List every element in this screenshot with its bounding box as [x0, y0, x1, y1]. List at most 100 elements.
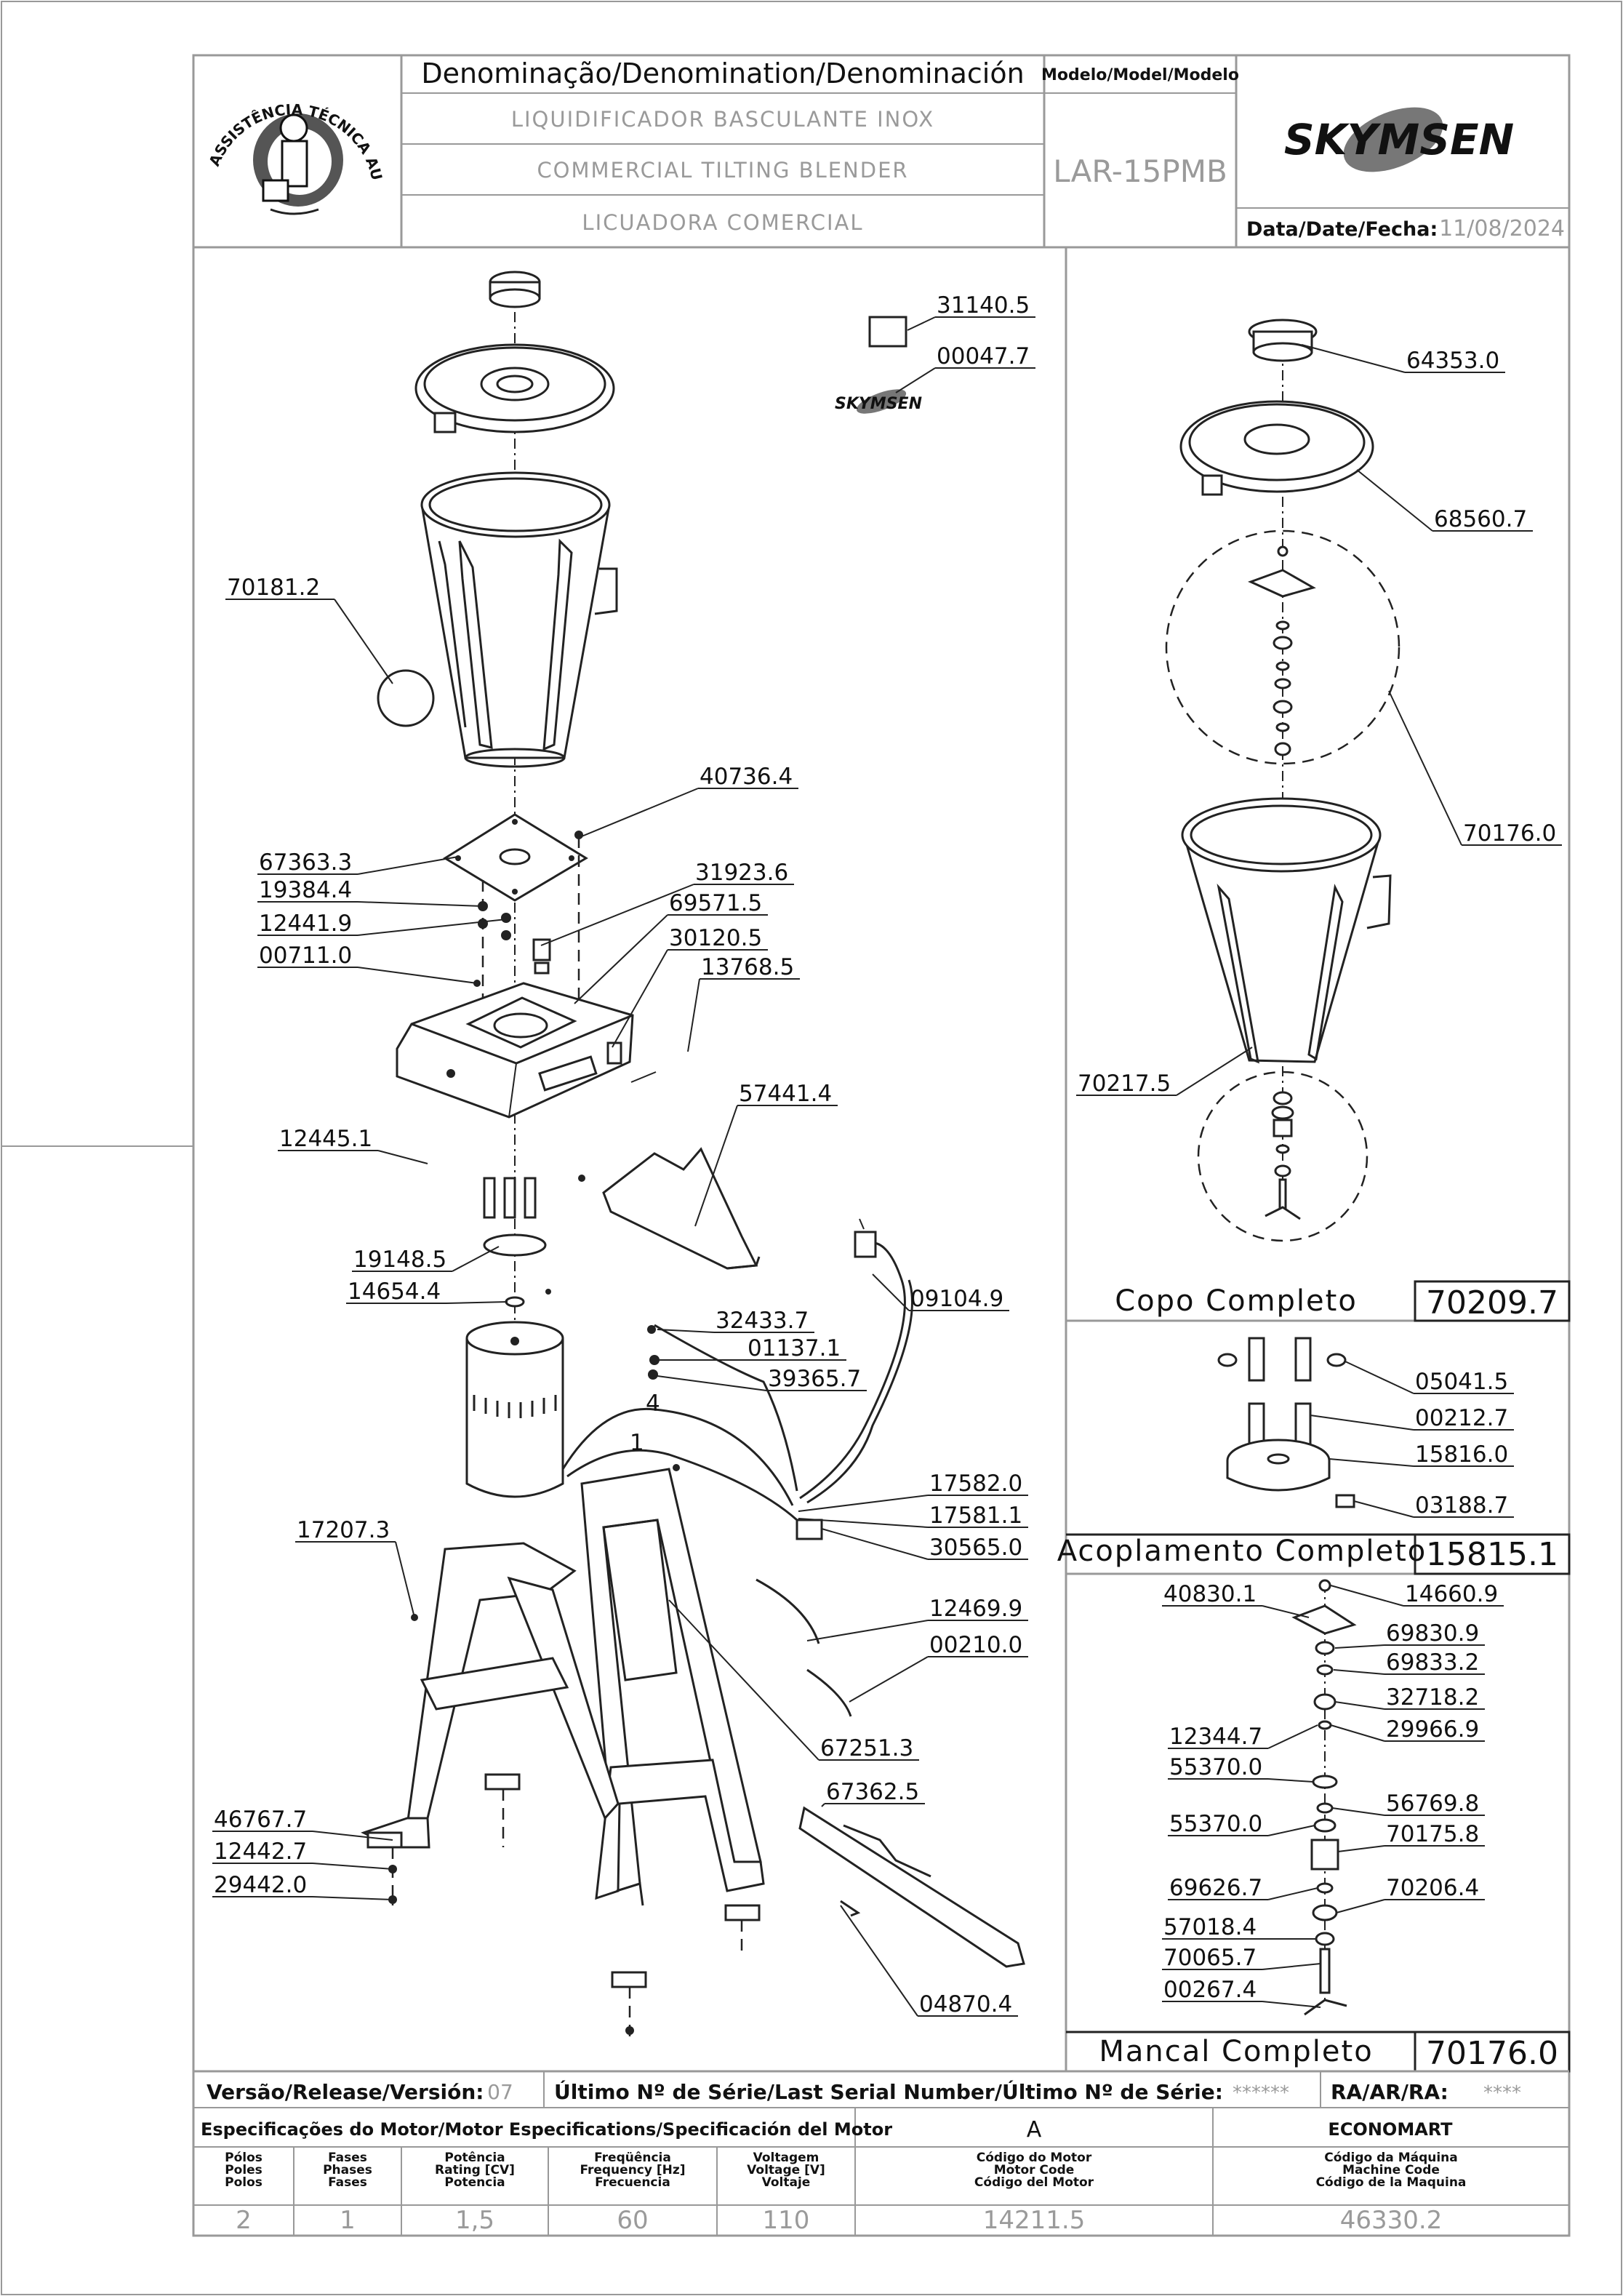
top-plate — [443, 813, 588, 902]
spec-value: 110 — [763, 2206, 810, 2235]
part-callout-main-12: 57441.4 — [694, 1081, 838, 1227]
coupling-assembly-box: Acoplamento Completo 15815.1 — [1057, 1533, 1571, 1575]
part-callout-bearing-14: 70065.7 — [1162, 1945, 1321, 1971]
part-number: 46767.7 — [214, 1807, 307, 1833]
leader-line — [657, 1375, 767, 1391]
part-number: 70175.8 — [1386, 1821, 1479, 1847]
spec-head: Machine Code — [1342, 2163, 1440, 2177]
part-number: 12441.9 — [259, 911, 352, 937]
spec-head: Frecuencia — [595, 2175, 670, 2190]
spec-value: 2 — [236, 2206, 252, 2235]
part-number: 12469.9 — [929, 1596, 1022, 1622]
part-number: 57018.4 — [1163, 1914, 1257, 1940]
leader-line — [581, 788, 699, 837]
leader-line — [334, 599, 393, 684]
part-callout-coupling-2: 15816.0 — [1329, 1441, 1514, 1468]
leader-line — [687, 978, 700, 1052]
date-label: Data/Date/Fecha: — [1246, 218, 1438, 241]
part-number: 12445.1 — [279, 1126, 372, 1152]
part-number: 67363.3 — [259, 849, 352, 876]
electric-motor — [465, 1321, 564, 1498]
part-number: 09104.9 — [910, 1286, 1003, 1312]
version-value: 07 — [487, 2080, 513, 2104]
leader-line — [1176, 1047, 1253, 1096]
leader-line — [574, 914, 668, 1004]
spec-head: Código do Motor — [977, 2151, 1092, 2165]
spec-head: Phases — [323, 2163, 372, 2177]
sticker-label — [377, 669, 435, 727]
small-logo-sticker: SKYMSEN — [835, 316, 922, 414]
bearing-assembly-box: Mancal Completo 70176.0 — [1066, 2031, 1571, 2073]
spec-value: 14211.5 — [983, 2206, 1086, 2235]
cup-assembly-code: 70209.7 — [1426, 1284, 1558, 1321]
spec-head: Frequency [Hz] — [580, 2163, 685, 2177]
part-number: 31923.6 — [695, 860, 788, 886]
part-number: 67251.3 — [820, 1735, 913, 1761]
part-number: 32718.2 — [1386, 1684, 1479, 1711]
fastener-stacks — [473, 831, 583, 1018]
motor-letter: A — [1027, 2117, 1042, 2143]
model-code: LAR-15PMB — [1053, 153, 1227, 189]
part-number: 69626.7 — [1169, 1875, 1262, 1901]
spec-head: Potência — [444, 2151, 505, 2165]
leader-line — [1310, 1415, 1414, 1431]
part-number: 70065.7 — [1163, 1945, 1257, 1971]
part-callout-main-19: 39365.7 — [657, 1366, 867, 1392]
part-callout-bearing-11: 69626.7 — [1168, 1875, 1318, 1901]
leader-line — [1262, 1605, 1310, 1618]
leader-line — [1334, 1701, 1385, 1710]
part-number: 00047.7 — [937, 343, 1030, 369]
part-callout-main-28: 46767.7 — [212, 1807, 393, 1841]
part-number: 12344.7 — [1169, 1724, 1262, 1750]
leader-line — [872, 1273, 910, 1311]
leader-line — [840, 1905, 918, 2017]
leader-line — [357, 967, 478, 984]
part-number: 01137.1 — [748, 1335, 841, 1361]
part-callout-bearing-4: 32718.2 — [1334, 1684, 1485, 1711]
motor-spec-label: Especificações do Motor/Motor Especifica… — [201, 2119, 892, 2140]
part-number: 05041.5 — [1415, 1369, 1508, 1395]
part-number: 39365.7 — [768, 1366, 861, 1392]
spec-head: Potencia — [444, 2175, 505, 2190]
part-number: 04870.4 — [919, 1991, 1012, 2017]
spec-head: Código da Máquina — [1324, 2151, 1458, 2165]
part-callout-main-9: 69571.5 — [574, 890, 768, 1004]
part-number: 40736.4 — [700, 764, 793, 790]
part-callout-main-2: 70181.2 — [225, 575, 393, 684]
part-callout-coupling-0: 05041.5 — [1345, 1361, 1514, 1395]
serial-value: ****** — [1233, 2082, 1289, 2104]
leader-line — [1301, 344, 1406, 373]
leader-line — [1330, 1724, 1385, 1742]
part-number: 17582.0 — [929, 1471, 1022, 1497]
name-pt: LIQUIDIFICADOR BASCULANTE INOX — [511, 107, 934, 132]
motor-housing — [396, 982, 657, 1119]
leader-line — [1267, 1825, 1315, 1836]
part-number: 64353.0 — [1406, 348, 1499, 374]
footer-block: Versão/Release/Versión: 07 Último Nº de … — [193, 2070, 1569, 2236]
part-callout-main-17: 32433.7 — [657, 1308, 814, 1334]
leader-line — [907, 316, 936, 331]
part-number: 68560.7 — [1434, 506, 1527, 532]
part-number: 14654.4 — [348, 1279, 441, 1305]
spec-head: Fases — [328, 2151, 367, 2165]
spec-head: Rating [CV] — [435, 2163, 515, 2177]
leader-line — [821, 1528, 929, 1560]
part-callout-main-22: 30565.0 — [821, 1528, 1028, 1561]
part-callout-main-25: 00210.0 — [849, 1632, 1028, 1703]
part-number: 67362.5 — [826, 1779, 919, 1805]
part-number: 70176.0 — [1463, 820, 1556, 847]
coupling-assembly-label: Acoplamento Completo — [1057, 1535, 1427, 1568]
part-callout-main-6: 12441.9 — [257, 911, 507, 937]
leader-line — [821, 1803, 825, 1807]
skymsen-logo: SKYMSEN — [1284, 107, 1514, 172]
part-number: 56769.8 — [1386, 1791, 1479, 1817]
title-block: Denominação/Denomination/Denominación Mo… — [0, 0, 1569, 249]
part-callout-main-5: 19384.4 — [257, 877, 484, 907]
part-number: 19384.4 — [259, 877, 352, 903]
part-number: 70181.2 — [227, 575, 320, 601]
